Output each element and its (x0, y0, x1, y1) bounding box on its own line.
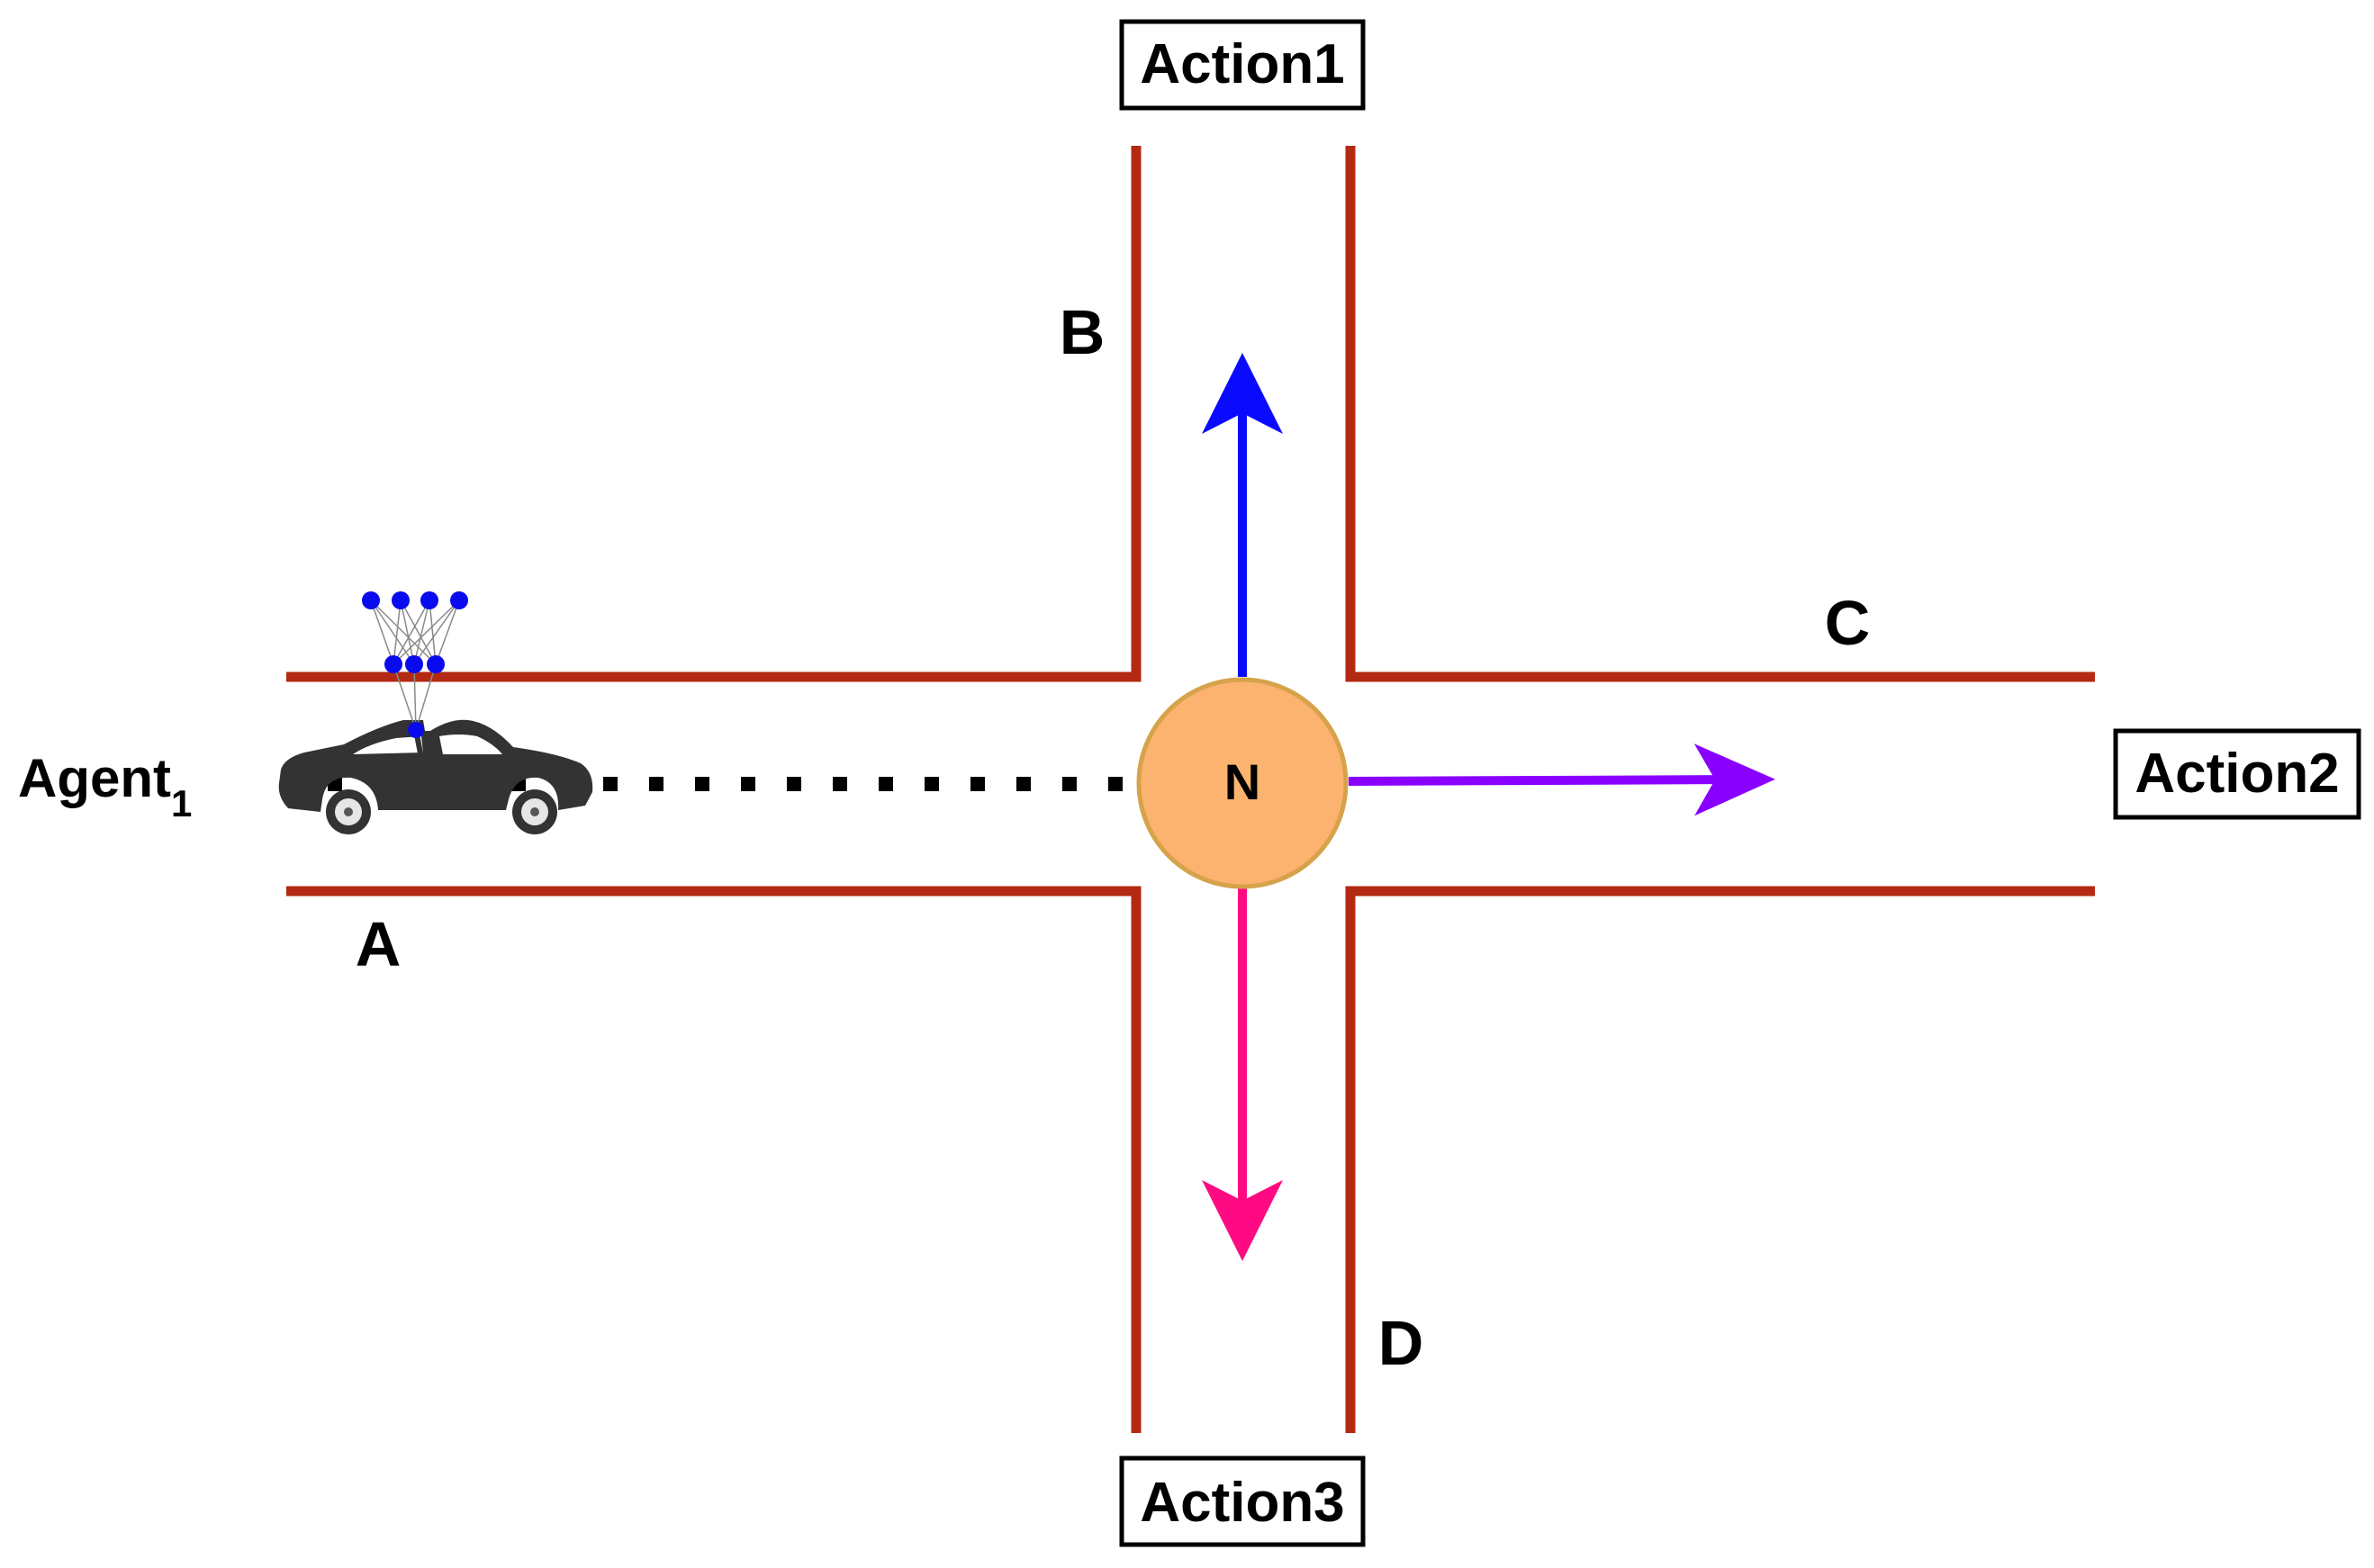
wall-bottom-right (1345, 886, 2095, 1433)
action1-box-frame (1119, 19, 1366, 111)
road-label-a: A (356, 909, 402, 979)
car-hub-front (344, 807, 353, 816)
car-window-rear (439, 734, 502, 754)
road-label-b: B (1060, 297, 1106, 367)
car-icon (278, 719, 593, 834)
action3-label: Action3 (1140, 1472, 1344, 1534)
agent-label-text: Agent (18, 748, 171, 808)
output-neuron (408, 722, 424, 738)
agent-label: Agent1 (18, 748, 192, 825)
action2-box-frame (2113, 728, 2361, 820)
decision-node (1139, 680, 1346, 887)
neural-network-icon (362, 591, 468, 759)
wall-bottom-left (286, 886, 1142, 1433)
car-body (278, 719, 593, 812)
action3-box: Action3 (1119, 1455, 1366, 1547)
input-neuron (362, 591, 380, 609)
action1-label: Action1 (1140, 33, 1344, 95)
road-label-c: C (1825, 588, 1871, 658)
action1-box: Action1 (1119, 19, 1366, 111)
hidden-neuron (384, 655, 402, 673)
action2-box: Action2 (2113, 728, 2361, 820)
hidden-neuron (427, 655, 445, 673)
wall-top-left (286, 146, 1142, 682)
wall-top-right (1345, 146, 2095, 682)
car-hub-rear (530, 807, 539, 816)
input-neuron (392, 591, 410, 609)
car-window-front (353, 736, 423, 754)
node-label: N (1224, 753, 1260, 810)
input-neuron (420, 591, 438, 609)
action2-label: Action2 (2135, 743, 2339, 805)
action3-box-frame (1119, 1455, 1366, 1547)
input-neuron (450, 591, 468, 609)
arrow-action2 (1348, 743, 1775, 816)
road-label-d: D (1378, 1308, 1424, 1378)
network-edges (370, 599, 460, 731)
road-walls (286, 146, 2095, 1433)
decision-node-outline (1136, 677, 1349, 889)
hidden-neuron (405, 655, 423, 673)
agent-label-subscript: 1 (171, 782, 192, 825)
